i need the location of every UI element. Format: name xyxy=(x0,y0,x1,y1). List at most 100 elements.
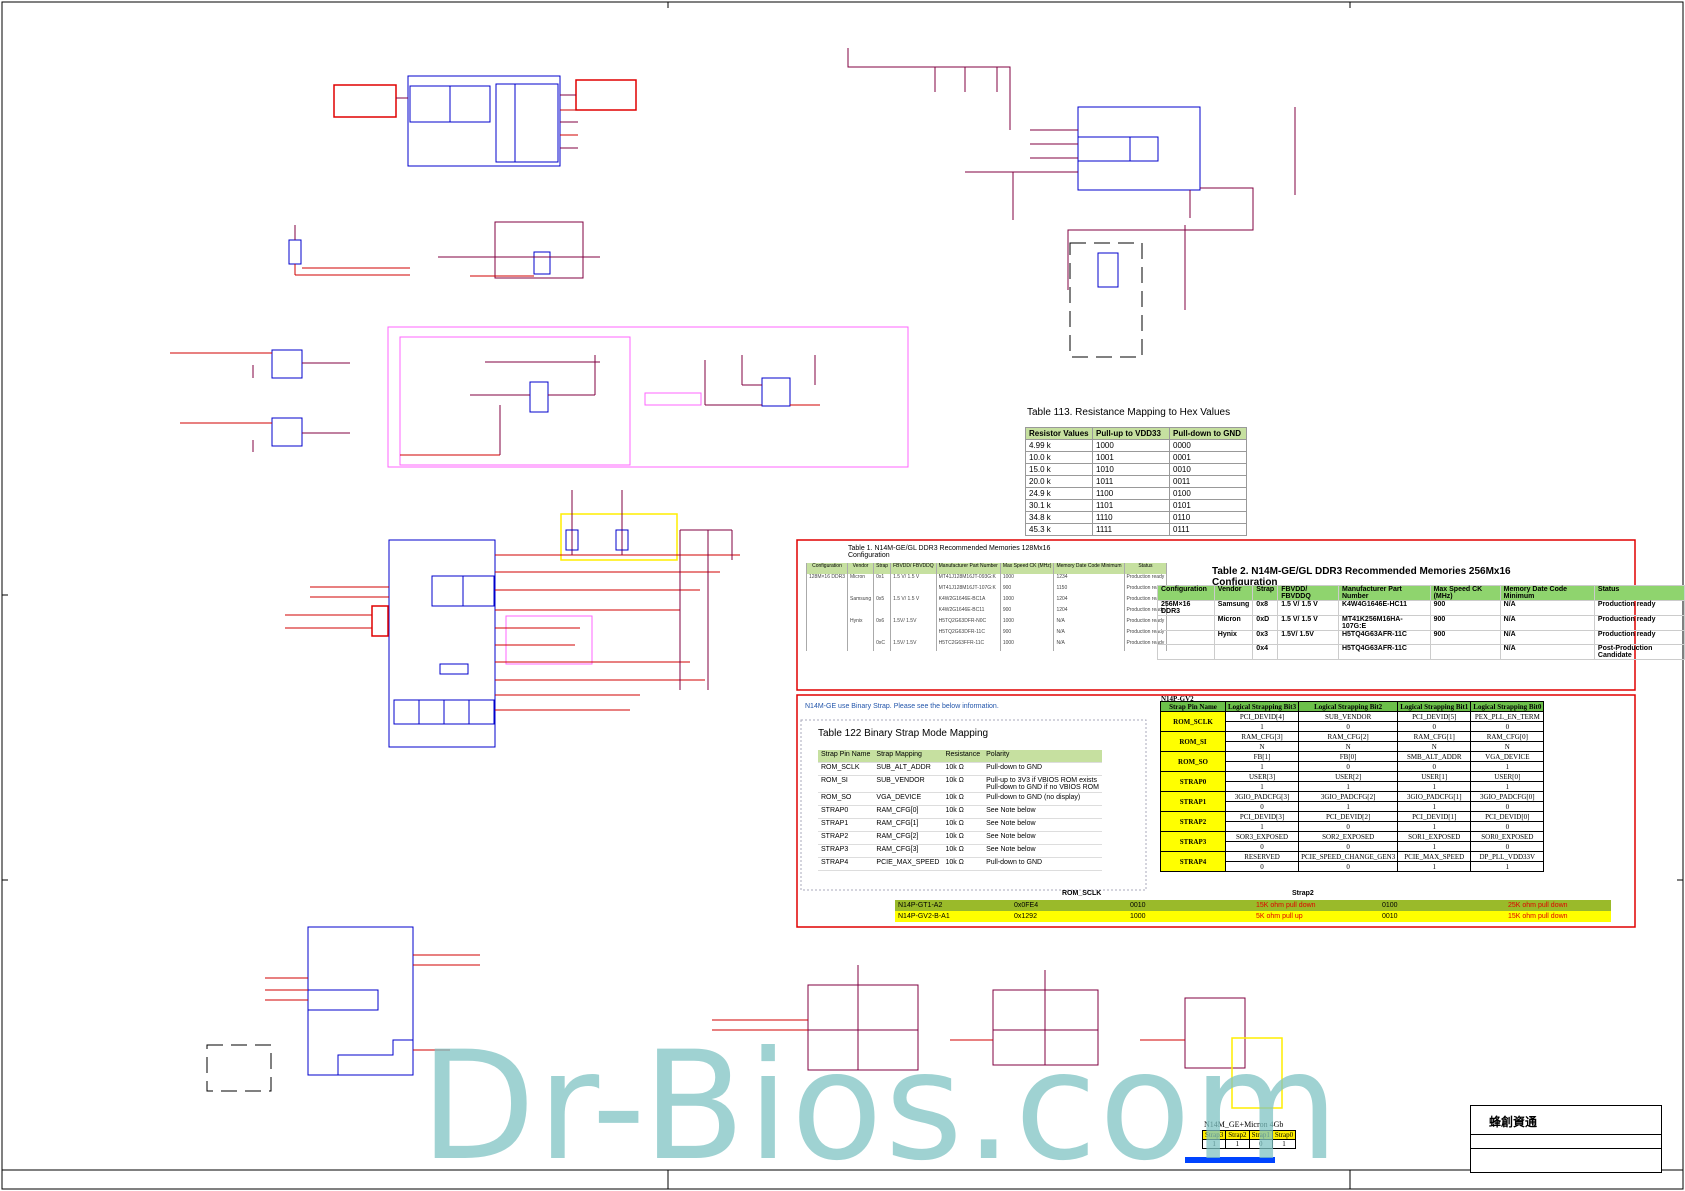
table2-header: FBVDD/ FBVDDQ xyxy=(1277,585,1339,601)
strap-bit-name: 3GIO_PADCFG[0] xyxy=(1470,791,1545,802)
table2-cell: 0x4 xyxy=(1252,644,1279,660)
strap-bit-value: N xyxy=(1298,741,1399,752)
rom-cell: 0100 xyxy=(1382,902,1398,909)
strap-bit-value: 0 xyxy=(1298,821,1399,832)
table113-cell: 0100 xyxy=(1169,487,1247,500)
rom-cell: N14P-GV2-B-A1 xyxy=(898,913,950,920)
table1-cell xyxy=(890,629,937,640)
table1-cell xyxy=(890,607,937,618)
ic-middle-left xyxy=(388,539,496,748)
table122-cell: STRAP3 xyxy=(818,844,874,858)
table122-cell: ROM_SO xyxy=(818,792,874,806)
strap-bit-name: RAM_CFG[2] xyxy=(1298,731,1399,742)
strap-bit-value: 1 xyxy=(1470,781,1545,792)
strap-header: Logical Strapping Bit2 xyxy=(1298,701,1399,712)
table2-cell: K4W4G1646E-HC11 xyxy=(1337,600,1431,616)
strap-pin-name: STRAP3 xyxy=(1160,831,1226,852)
rom-col2: Strap2 xyxy=(1292,890,1314,897)
strap-header: Logical Strapping Bit0 xyxy=(1470,701,1545,712)
table122-cell: See Note below xyxy=(983,805,1102,819)
table2-header: Configuration xyxy=(1157,585,1215,601)
table1-cell: N/A xyxy=(1053,618,1125,629)
strap-bit-name: 3GIO_PADCFG[1] xyxy=(1397,791,1472,802)
table2-cell: Production ready xyxy=(1593,600,1685,616)
rom-cell: 0010 xyxy=(1382,913,1398,920)
strap-bit-value: 1 xyxy=(1397,801,1472,812)
table113-cell: 1101 xyxy=(1092,499,1170,512)
table1-cell: H5TC2G63FFR-11C xyxy=(935,640,1001,651)
table1-cell: MT41J128M16JT-107G:K xyxy=(935,585,1001,596)
strap-bit-value: N xyxy=(1224,741,1300,752)
table1-header: Vendor xyxy=(846,563,875,574)
mini-value: 1 xyxy=(1271,1139,1297,1149)
strap-bit-name: USER[1] xyxy=(1397,771,1472,782)
strap-bit-name: RAM_CFG[1] xyxy=(1397,731,1472,742)
ic-top-right xyxy=(1077,106,1201,191)
table2-title: Table 2. N14M-GE/GL DDR3 Recommended Mem… xyxy=(1212,566,1511,588)
strap-bit-name: RESERVED xyxy=(1224,851,1300,862)
table1-cell xyxy=(806,618,848,629)
table2-cell: Production ready xyxy=(1593,630,1685,645)
table2-cell: 0xD xyxy=(1252,615,1279,631)
table1-cell: K4W2G1646E-BC11 xyxy=(935,607,1001,618)
strap-bit-name: SMB_ALT_ADDR xyxy=(1397,751,1472,762)
strap-bit-name: RAM_CFG[0] xyxy=(1470,731,1545,742)
rom-cell: 0x0FE4 xyxy=(1014,902,1039,909)
table1-cell xyxy=(846,640,875,651)
table122-cell: Pull-down to GND xyxy=(983,857,1102,871)
table1-cell: 1.5 V/ 1.5 V xyxy=(890,574,937,585)
table122-cell: SUB_VENDOR xyxy=(873,775,943,793)
strap-bit-value: 1 xyxy=(1298,801,1399,812)
table122-cell: STRAP4 xyxy=(818,857,874,871)
table2-cell: Micron xyxy=(1213,615,1254,631)
table122-cell: RAM_CFG[2] xyxy=(873,831,943,845)
table1-cell xyxy=(806,596,848,607)
table1-cell: 1204 xyxy=(1053,607,1125,618)
strap-bit-value: 1 xyxy=(1470,761,1545,772)
table1-cell xyxy=(873,585,892,596)
table2-cell xyxy=(1157,630,1215,645)
table1-cell: 900 xyxy=(999,607,1055,618)
table113-cell: 0111 xyxy=(1169,523,1247,536)
strap-bit-name: PCIE_MAX_SPEED xyxy=(1397,851,1472,862)
table1-cell: 1.5V/ 1.5V xyxy=(890,640,937,651)
table2-cell: N/A xyxy=(1499,630,1595,645)
table122-cell: ROM_SCLK xyxy=(818,762,874,776)
strap-bit-value: 1 xyxy=(1298,781,1399,792)
strap-bit-value: N xyxy=(1470,741,1545,752)
strap-bit-value: 1 xyxy=(1397,841,1472,852)
rom-cell: 0010 xyxy=(1130,902,1146,909)
strap-bit-name: FB[1] xyxy=(1224,751,1300,762)
table122-cell: 10k Ω xyxy=(942,805,984,819)
strap-bit-name: SOR0_EXPOSED xyxy=(1470,831,1545,842)
table2-cell: 1.5 V/ 1.5 V xyxy=(1277,615,1339,631)
table1-header: Max Speed CK (MHz) xyxy=(999,563,1055,574)
table1-cell: 1000 xyxy=(999,618,1055,629)
table113-cell: 20.0 k xyxy=(1025,475,1093,488)
table122-header: Strap Mapping xyxy=(873,750,943,763)
table1-cell: 0x6 xyxy=(873,618,892,629)
table1-cell: 1204 xyxy=(1053,596,1125,607)
table2-cell xyxy=(1429,644,1501,660)
rom-cell: 15K ohm pull down xyxy=(1508,913,1568,920)
strap-bit-name: FB[0] xyxy=(1298,751,1399,762)
table122-cell: See Note below xyxy=(983,831,1102,845)
strap-bit-value: 0 xyxy=(1298,841,1399,852)
strap-bit-name: PCI_DEVID[4] xyxy=(1224,711,1300,722)
table122-cell: 10k Ω xyxy=(942,844,984,858)
table1-cell: 1150 xyxy=(1053,585,1125,596)
table1-cell: 1000 xyxy=(999,596,1055,607)
table2-cell: 900 xyxy=(1429,615,1501,631)
